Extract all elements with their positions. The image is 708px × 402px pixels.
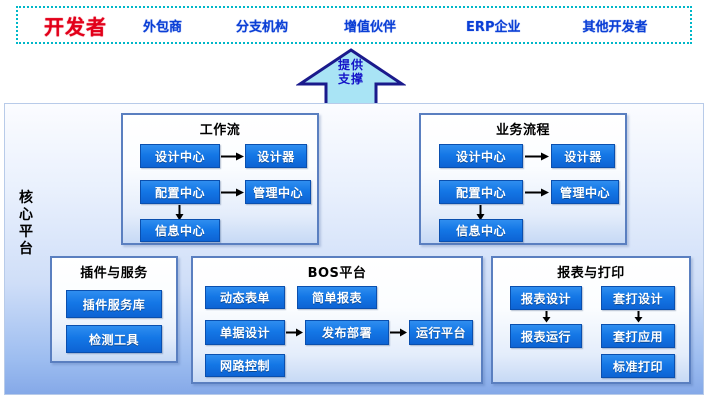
node-bp-designer[interactable]: 设计器 [551, 144, 615, 168]
panel-business-process: 业务流程 设计中心 设计器 配置中心 管理中心 信息中心 [419, 113, 627, 245]
node-bos-dynamic-form[interactable]: 动态表单 [205, 286, 285, 309]
developer-item-outsourcing[interactable]: 外包商 [143, 19, 183, 35]
node-detection-tool[interactable]: 检测工具 [66, 325, 162, 353]
node-workflow-design-center[interactable]: 设计中心 [140, 144, 220, 168]
node-workflow-manage-center[interactable]: 管理中心 [245, 180, 311, 204]
node-report-run[interactable]: 报表运行 [510, 324, 582, 348]
developer-items: 外包商 分支机构 增值伙伴 ERP企业 其他开发者 [107, 16, 690, 35]
arrow-bp-design-to-designer [525, 152, 549, 161]
arrow-workflow-config-to-info [175, 205, 184, 221]
node-report-design[interactable]: 报表设计 [510, 286, 582, 310]
developer-item-branch[interactable]: 分支机构 [236, 19, 289, 35]
node-overprint-apply[interactable]: 套打应用 [601, 324, 675, 348]
node-bos-document-design[interactable]: 单据设计 [205, 320, 285, 345]
node-workflow-config-center[interactable]: 配置中心 [140, 180, 220, 204]
support-arrow: 提供 支撑 [296, 48, 406, 106]
developer-primary-label: 开发者 [44, 14, 107, 39]
node-bos-runtime-platform[interactable]: 运行平台 [409, 320, 473, 345]
node-bp-manage-center[interactable]: 管理中心 [551, 180, 619, 204]
panel-report-print: 报表与打印 报表设计 套打设计 报表运行 套打应用 标准打印 [491, 256, 691, 384]
node-bos-network-control[interactable]: 网路控制 [205, 354, 285, 377]
core-platform-label: 核心平台 [19, 190, 33, 257]
panel-plugins-services-title: 插件与服务 [80, 266, 148, 281]
arrow-overprint-design-to-apply [634, 311, 643, 323]
panel-workflow: 工作流 设计中心 设计器 配置中心 管理中心 信息中心 [121, 113, 319, 245]
node-standard-print[interactable]: 标准打印 [601, 354, 675, 378]
node-workflow-info-center[interactable]: 信息中心 [140, 219, 220, 242]
arrow-workflow-design-to-designer [221, 152, 244, 161]
arrow-bp-config-to-info [476, 205, 485, 221]
node-bos-publish-deploy[interactable]: 发布部署 [305, 320, 389, 345]
node-bp-info-center[interactable]: 信息中心 [439, 219, 523, 242]
node-bos-simple-report[interactable]: 简单报表 [297, 286, 377, 309]
developer-item-other-developers[interactable]: 其他开发者 [582, 19, 648, 35]
panel-report-print-title: 报表与打印 [557, 266, 625, 281]
panel-bos: BOS平台 动态表单 简单报表 单据设计 发布部署 运行平台 网路控制 [191, 256, 483, 384]
panel-workflow-title: 工作流 [199, 123, 241, 138]
core-platform-container: 核心平台 工作流 设计中心 设计器 配置中心 管理中心 信息中心 [4, 103, 704, 395]
developer-bar: 开发者 外包商 分支机构 增值伙伴 ERP企业 其他开发者 [16, 6, 692, 44]
panel-plugins-services: 插件与服务 插件服务库 检测工具 [50, 256, 178, 363]
panel-business-process-title: 业务流程 [495, 123, 550, 138]
support-arrow-line2: 支撑 [337, 72, 364, 86]
arrow-bos-deploy-to-runtime [390, 328, 407, 337]
arrow-workflow-config-to-manage [221, 188, 244, 197]
support-arrow-text: 提供 支撑 [296, 58, 406, 86]
node-overprint-design[interactable]: 套打设计 [601, 286, 675, 310]
node-bp-design-center[interactable]: 设计中心 [439, 144, 523, 168]
node-plugin-service-library[interactable]: 插件服务库 [66, 290, 162, 318]
developer-item-erp-enterprise[interactable]: ERP企业 [466, 19, 521, 35]
node-workflow-designer[interactable]: 设计器 [245, 144, 307, 168]
arrow-bp-config-to-manage [525, 188, 549, 197]
panel-bos-title: BOS平台 [307, 266, 367, 281]
arrow-report-design-to-run [542, 311, 551, 323]
arrow-bos-design-to-deploy [286, 328, 303, 337]
developer-item-value-added-partner[interactable]: 增值伙伴 [344, 19, 397, 35]
support-arrow-line1: 提供 [337, 58, 364, 72]
node-bp-config-center[interactable]: 配置中心 [439, 180, 523, 204]
